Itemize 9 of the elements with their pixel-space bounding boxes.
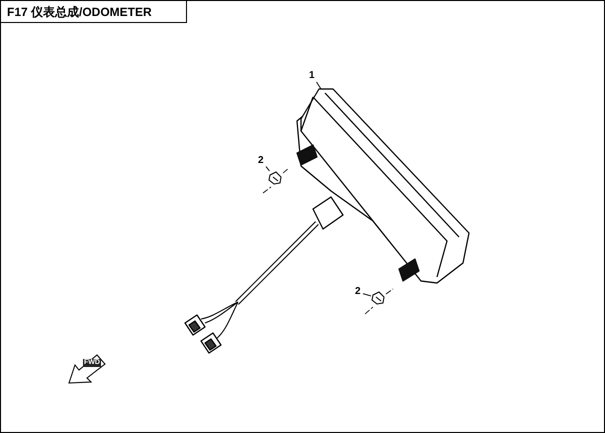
leader-line — [362, 293, 372, 296]
callout-number: 2 — [355, 287, 363, 298]
callout-number: 2 — [258, 156, 266, 167]
title: F17 仪表总成/ODOMETER — [1, 1, 187, 23]
callout-number: 1 — [309, 71, 317, 82]
nut-drawing — [268, 171, 282, 185]
leader-line — [266, 166, 270, 172]
leader-line — [316, 82, 322, 90]
nut-drawing — [371, 291, 385, 305]
